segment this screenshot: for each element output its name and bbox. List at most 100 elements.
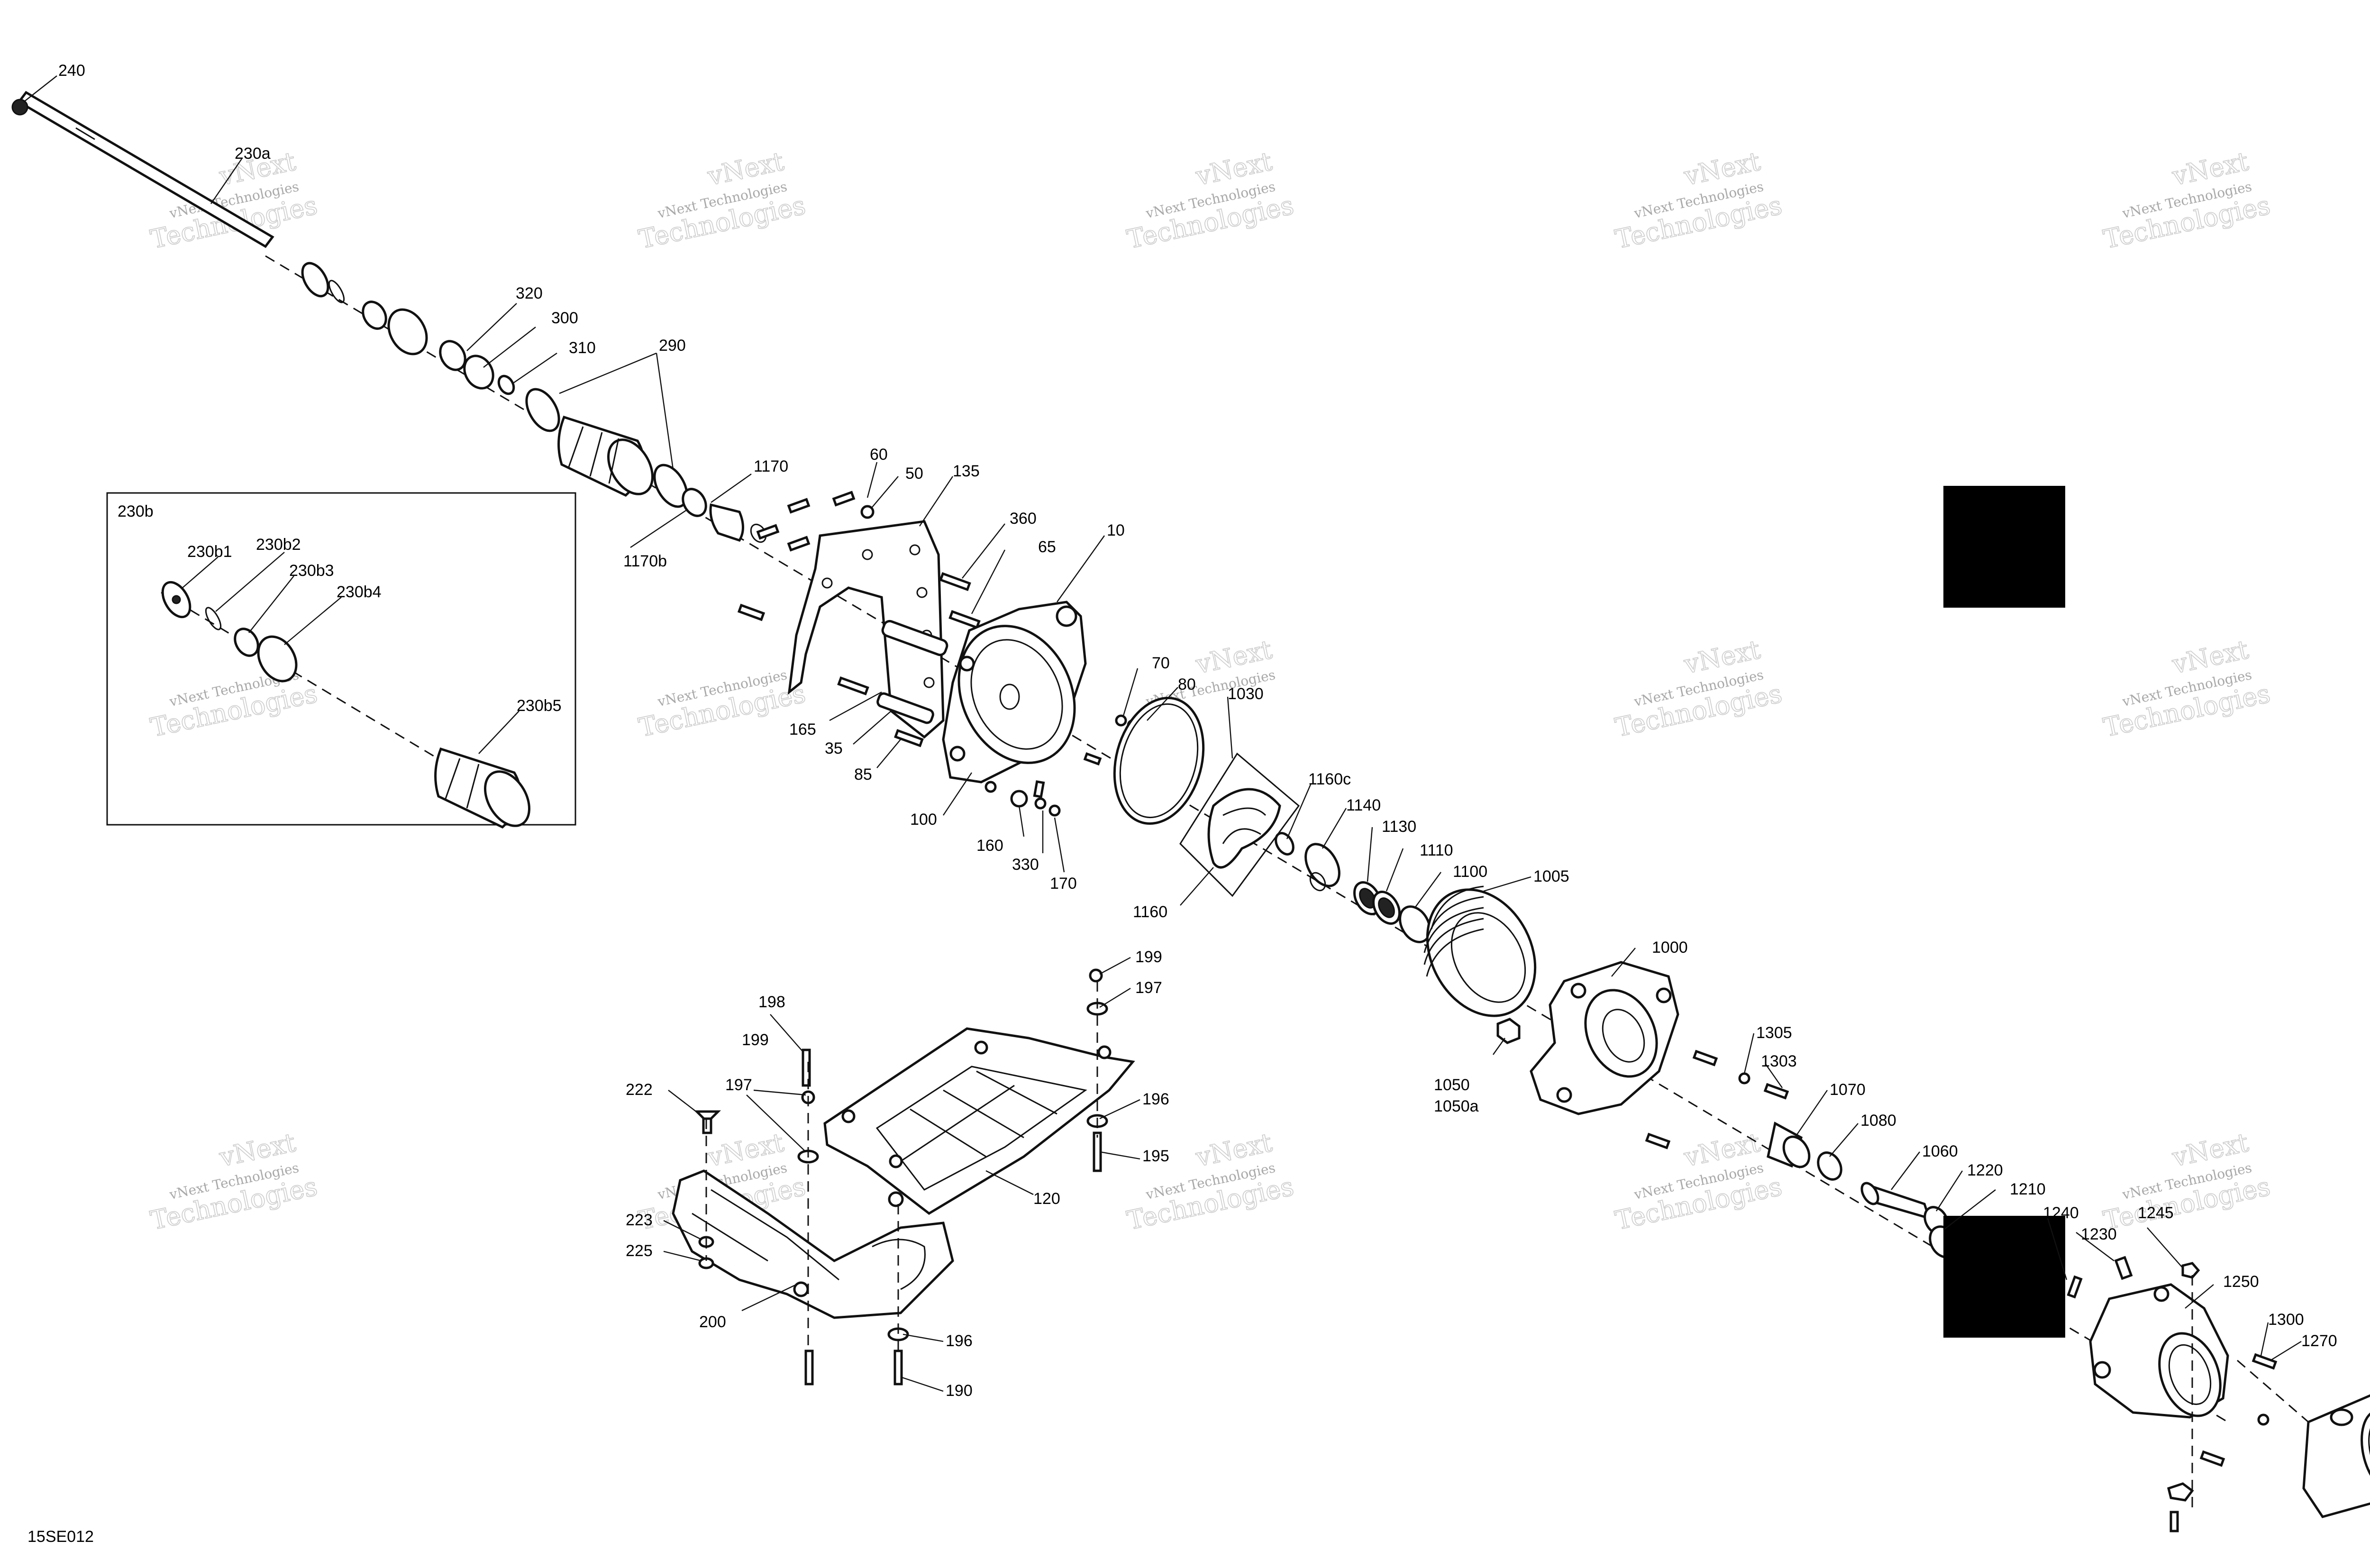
callout-1170b: 1170b [623, 552, 667, 570]
callout-1230: 1230 [2081, 1225, 2117, 1243]
callout-65: 65 [1038, 538, 1056, 556]
callout-230b4: 230b4 [337, 583, 382, 601]
callout-1050a: 1050a [1434, 1097, 1479, 1115]
inset-230b-panel: 230b [106, 492, 576, 829]
callout-230a: 230a [235, 145, 271, 163]
impeller-1030-part [1179, 752, 1300, 897]
callout-1303: 1303 [1761, 1052, 1797, 1070]
pins-group [837, 572, 981, 748]
callout-35: 35 [825, 739, 843, 757]
callout-360: 360 [1010, 510, 1037, 528]
callout-1170: 1170 [754, 457, 788, 475]
callout-10: 10 [1107, 521, 1125, 539]
callout-1210: 1210 [2010, 1180, 2046, 1198]
seal-1170-part [682, 488, 767, 543]
callout-1270: 1270 [2301, 1332, 2337, 1350]
callout-190: 190 [946, 1382, 973, 1400]
callout-240: 240 [58, 62, 85, 80]
callout-196-right: 196 [1142, 1090, 1169, 1108]
bolts-1303-group [1645, 1049, 1789, 1149]
callout-1050: 1050 [1434, 1076, 1470, 1094]
callout-165: 165 [789, 720, 816, 738]
callout-230b1: 230b1 [187, 543, 232, 561]
callout-290: 290 [659, 337, 686, 355]
callout-1005: 1005 [1533, 867, 1569, 885]
callout-135: 135 [953, 462, 980, 480]
callout-230b3: 230b3 [289, 562, 334, 580]
callout-300: 300 [551, 309, 578, 327]
redaction-block [1943, 1216, 2065, 1338]
callout-1030: 1030 [1228, 685, 1264, 703]
callout-198: 198 [758, 993, 785, 1011]
callout-80: 80 [1178, 675, 1196, 693]
callout-1100: 1100 [1453, 863, 1487, 881]
o-ring-80-part [1113, 697, 1205, 825]
callout-230b2: 230b2 [256, 536, 301, 554]
stator-housing-1000-part [1530, 961, 1679, 1115]
callout-50: 50 [905, 465, 923, 483]
watermark-layer: vNext Technologies vNext Technologies vN… [147, 146, 2273, 1236]
callout-320: 320 [516, 284, 543, 302]
callout-85: 85 [854, 766, 872, 784]
o-ring-80-inner [1119, 703, 1199, 819]
callout-195: 195 [1142, 1147, 1169, 1165]
callout-labels: 240 230a 320 300 310 290 1170 1170b 60 5… [58, 62, 2337, 1400]
callout-1080: 1080 [1860, 1112, 1896, 1130]
callout-197-top: 197 [1135, 979, 1162, 997]
callout-1070: 1070 [1830, 1081, 1866, 1099]
callout-1240: 1240 [2043, 1204, 2079, 1222]
leader-lines [23, 75, 2302, 1392]
plug-1050-part [1496, 1018, 1521, 1044]
boot-290-part [557, 415, 688, 508]
small-hardware-160 [984, 780, 1061, 817]
intake-grate-200-part [672, 1169, 954, 1319]
callout-170: 170 [1050, 875, 1077, 893]
callout-60: 60 [870, 446, 888, 464]
redaction-block [1943, 486, 2065, 608]
gasket-135-part [787, 520, 945, 739]
callout-1250: 1250 [2223, 1273, 2259, 1291]
callout-223: 223 [626, 1211, 653, 1229]
callout-1300: 1300 [2268, 1311, 2304, 1329]
callout-1160: 1160 [1133, 903, 1167, 921]
callout-199-top: 199 [1135, 948, 1162, 966]
inset-title: 230b [118, 502, 154, 520]
nut-240-part [11, 99, 28, 116]
bushing-1070-part [1767, 1121, 1842, 1181]
ride-plate-120-part [823, 1027, 1135, 1215]
callout-1060: 1060 [1922, 1142, 1958, 1160]
callout-199-left: 199 [742, 1031, 769, 1049]
drive-shaft-part [11, 91, 274, 248]
bolts-1270-group [2167, 1353, 2278, 1532]
bearing-stack-part [1275, 832, 1431, 943]
callout-1160c: 1160c [1308, 770, 1351, 788]
bolts-group-60 [737, 491, 875, 621]
wear-ring-1005-part [1423, 885, 1537, 1017]
callout-1130: 1130 [1382, 818, 1416, 836]
callout-225: 225 [626, 1242, 653, 1260]
figure-code: 15SE012 [27, 1528, 94, 1546]
callout-70: 70 [1152, 654, 1170, 672]
callout-310: 310 [569, 339, 596, 357]
lower-dash-lines [705, 981, 2309, 1512]
callout-1140: 1140 [1346, 796, 1381, 814]
callout-197-left: 197 [725, 1076, 752, 1094]
callout-196-bottom: 196 [946, 1332, 973, 1350]
callout-222: 222 [626, 1081, 653, 1099]
callout-1110: 1110 [1420, 841, 1453, 859]
callout-1000: 1000 [1652, 939, 1688, 957]
callout-230b5: 230b5 [517, 697, 562, 715]
venturi-1250-part [2089, 1283, 2229, 1419]
shaft-components [301, 262, 560, 432]
pump-housing-10-part [942, 601, 1087, 784]
callout-1305: 1305 [1756, 1024, 1792, 1042]
callout-160: 160 [976, 837, 1003, 855]
callout-1220: 1220 [1967, 1161, 2003, 1179]
callout-1245: 1245 [2138, 1204, 2174, 1222]
hardware-1240-group [2067, 1256, 2200, 1299]
callout-330: 330 [1012, 856, 1039, 874]
callout-100: 100 [910, 811, 937, 829]
callout-200: 200 [699, 1313, 726, 1331]
nozzle-part [2302, 1394, 2370, 1518]
